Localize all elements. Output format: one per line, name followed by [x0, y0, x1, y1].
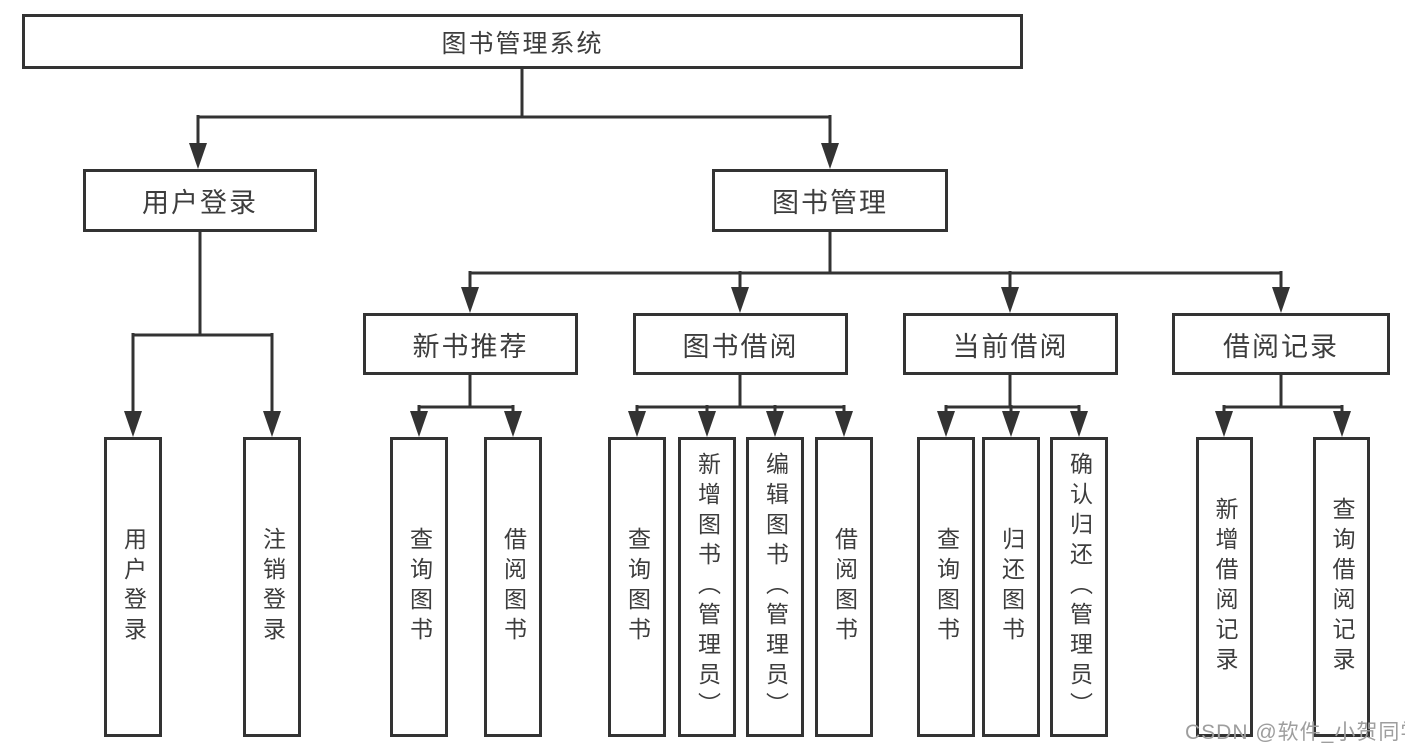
leaf-label: 查询图书	[406, 527, 433, 647]
leaf-borrow-books-1: 借阅图书	[484, 437, 542, 737]
leaf-edit-books-admin: 编辑图书（管理员）	[746, 437, 804, 737]
leaf-add-borrow-record: 新增借阅记录	[1196, 437, 1253, 737]
leaf-query-books-2: 查询图书	[608, 437, 666, 737]
node-current-borrow: 当前借阅	[903, 313, 1118, 375]
leaf-logout: 注销登录	[243, 437, 301, 737]
leaf-label: 查询借阅记录	[1329, 497, 1355, 677]
leaf-confirm-return-admin: 确认归还（管理员）	[1050, 437, 1108, 737]
node-book-management: 图书管理	[712, 169, 948, 232]
leaf-label: 借阅图书	[500, 527, 527, 647]
leaf-query-books-3: 查询图书	[917, 437, 975, 737]
leaf-user-login: 用户登录	[104, 437, 162, 737]
leaf-query-borrow-record: 查询借阅记录	[1313, 437, 1370, 737]
leaf-label: 借阅图书	[831, 527, 858, 647]
node-user-login: 用户登录	[83, 169, 317, 232]
leaf-label: 编辑图书（管理员）	[762, 452, 789, 722]
arrowheads	[124, 143, 1351, 437]
leaf-query-books-1: 查询图书	[390, 437, 448, 737]
node-new-book-recommend: 新书推荐	[363, 313, 578, 375]
node-library-system: 图书管理系统	[22, 14, 1023, 69]
leaf-label: 确认归还（管理员）	[1066, 452, 1093, 722]
leaf-label: 归还图书	[998, 527, 1025, 647]
leaf-label: 新增借阅记录	[1212, 497, 1238, 677]
node-book-borrow: 图书借阅	[633, 313, 848, 375]
leaf-label: 查询图书	[624, 527, 651, 647]
node-borrow-records: 借阅记录	[1172, 313, 1390, 375]
leaf-borrow-books-2: 借阅图书	[815, 437, 873, 737]
leaf-return-books: 归还图书	[982, 437, 1040, 737]
leaf-label: 注销登录	[259, 527, 286, 647]
leaf-label: 新增图书（管理员）	[694, 452, 721, 722]
leaf-label: 查询图书	[933, 527, 960, 647]
leaf-add-books-admin: 新增图书（管理员）	[678, 437, 736, 737]
csdn-watermark: CSDN @软件_小贺同学	[1185, 721, 1405, 744]
leaf-label: 用户登录	[120, 527, 147, 647]
